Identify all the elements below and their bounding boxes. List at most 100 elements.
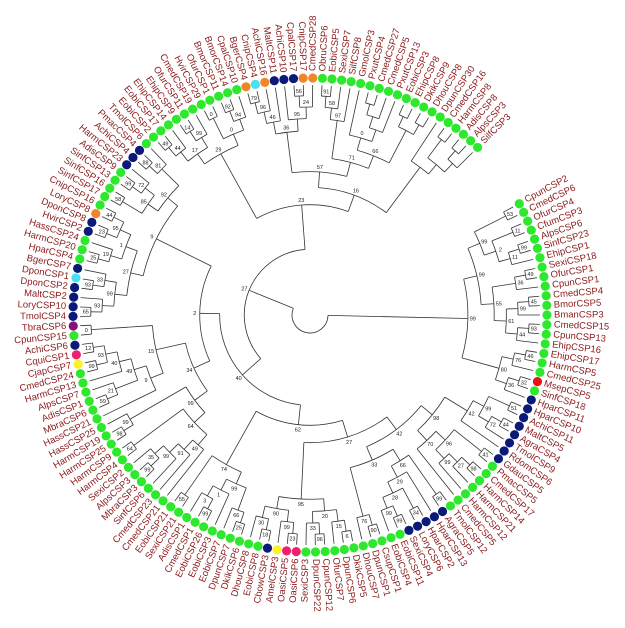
branch-arc bbox=[399, 114, 408, 119]
branch-line bbox=[105, 351, 118, 355]
branch-arc bbox=[101, 299, 103, 312]
leaf-marker bbox=[445, 501, 456, 511]
branch-line bbox=[125, 246, 138, 252]
bootstrap-value: 20 bbox=[322, 514, 328, 520]
leaf-marker bbox=[190, 517, 200, 527]
branch-line bbox=[491, 231, 514, 242]
bootstrap-value: 27 bbox=[346, 440, 352, 446]
bootstrap-value: 90 bbox=[371, 528, 377, 534]
branch-line bbox=[201, 137, 208, 148]
bootstrap-value: 53 bbox=[507, 212, 513, 218]
bootstrap-value: 99 bbox=[485, 407, 491, 413]
leaf-label: CpunCSP13 bbox=[553, 329, 607, 344]
bootstrap-value: 99 bbox=[481, 239, 487, 245]
leaf-marker bbox=[337, 75, 347, 85]
branch-line bbox=[182, 497, 189, 507]
branch-line bbox=[350, 530, 353, 542]
leaf-label: EobiCSP5 bbox=[327, 28, 342, 73]
branch-line bbox=[517, 384, 529, 389]
leaf-marker bbox=[395, 529, 405, 539]
leaf-marker bbox=[134, 145, 145, 155]
bootstrap-value: 36 bbox=[508, 383, 514, 389]
bootstrap-value: 93 bbox=[98, 353, 104, 359]
branch-line bbox=[417, 505, 424, 516]
branch-line bbox=[467, 242, 480, 249]
branch-line bbox=[240, 512, 245, 524]
branch-line bbox=[508, 248, 520, 253]
branch-line bbox=[148, 165, 158, 174]
branch-line bbox=[207, 498, 214, 510]
branch-line bbox=[368, 514, 373, 526]
branch-line bbox=[413, 124, 420, 135]
bootstrap-value: 9 bbox=[150, 235, 153, 241]
leaf-marker bbox=[453, 495, 463, 505]
leaf-label: ObruCSP6 bbox=[317, 25, 330, 71]
branch-line bbox=[274, 87, 281, 121]
bootstrap-value: 15 bbox=[336, 524, 342, 530]
branch-arc bbox=[105, 394, 110, 404]
branch-line bbox=[238, 96, 247, 118]
branch-line bbox=[472, 400, 485, 407]
bootstrap-value: 14 bbox=[184, 125, 190, 131]
leaf-marker bbox=[216, 530, 226, 540]
bootstrap-value: 36 bbox=[517, 281, 523, 287]
leaf-marker bbox=[73, 359, 83, 369]
bootstrap-value: 49 bbox=[527, 272, 533, 278]
leaf-label: SexiCSP3 bbox=[300, 559, 312, 602]
branch-line bbox=[371, 129, 377, 142]
branch-line bbox=[368, 155, 374, 169]
leaf-marker bbox=[77, 245, 87, 255]
branch-line bbox=[95, 394, 106, 400]
leaf-marker bbox=[435, 112, 445, 122]
bootstrap-value: 79 bbox=[251, 96, 257, 102]
bootstrap-value: 76 bbox=[361, 519, 367, 525]
branch-arc bbox=[528, 323, 530, 333]
branch-arc bbox=[266, 120, 281, 124]
branch-line bbox=[102, 305, 114, 307]
branch-arc bbox=[90, 325, 93, 335]
branch-line bbox=[91, 325, 153, 331]
leaf-label: AchiCSP6 bbox=[24, 341, 68, 357]
branch-line bbox=[514, 232, 525, 237]
branch-arc bbox=[491, 286, 495, 321]
leaf-marker bbox=[130, 470, 140, 480]
branch-line bbox=[323, 498, 325, 511]
leaf-marker bbox=[368, 538, 378, 549]
branch-line bbox=[460, 420, 499, 448]
bootstrap-value: 99 bbox=[144, 467, 150, 473]
branch-line bbox=[193, 360, 210, 369]
bootstrap-value: 23 bbox=[298, 198, 304, 204]
branch-arc bbox=[212, 485, 230, 495]
leaf-marker bbox=[509, 430, 520, 440]
leaf-marker bbox=[95, 200, 105, 210]
branch-arc bbox=[92, 342, 95, 352]
branch-arc bbox=[321, 95, 331, 98]
bootstrap-value: 64 bbox=[127, 446, 133, 452]
branch-arc bbox=[414, 122, 424, 128]
branch-line bbox=[503, 417, 514, 424]
bootstrap-value: 32 bbox=[521, 380, 527, 386]
leaf-marker bbox=[532, 243, 543, 253]
branch-line bbox=[451, 139, 460, 149]
leaf-marker bbox=[320, 546, 330, 557]
leaf-marker bbox=[317, 73, 328, 83]
leaf-label: LoryCSP10 bbox=[17, 299, 66, 312]
branch-line bbox=[474, 215, 506, 233]
branch-arc bbox=[111, 213, 117, 222]
branch-arc bbox=[524, 270, 527, 280]
branch-line bbox=[524, 268, 536, 272]
leaf-marker bbox=[241, 82, 251, 92]
leaf-marker bbox=[179, 109, 190, 119]
branch-line bbox=[528, 332, 540, 335]
branch-line bbox=[194, 412, 206, 423]
bootstrap-value: 23 bbox=[99, 230, 105, 236]
bootstrap-value: 0 bbox=[230, 128, 233, 134]
branch-line bbox=[152, 458, 177, 484]
branch-line bbox=[114, 293, 127, 296]
branch-line bbox=[495, 379, 507, 384]
branches bbox=[80, 85, 540, 545]
bootstrap-value: 41 bbox=[482, 453, 488, 459]
branch-line bbox=[517, 241, 529, 246]
branch-line bbox=[331, 521, 335, 544]
